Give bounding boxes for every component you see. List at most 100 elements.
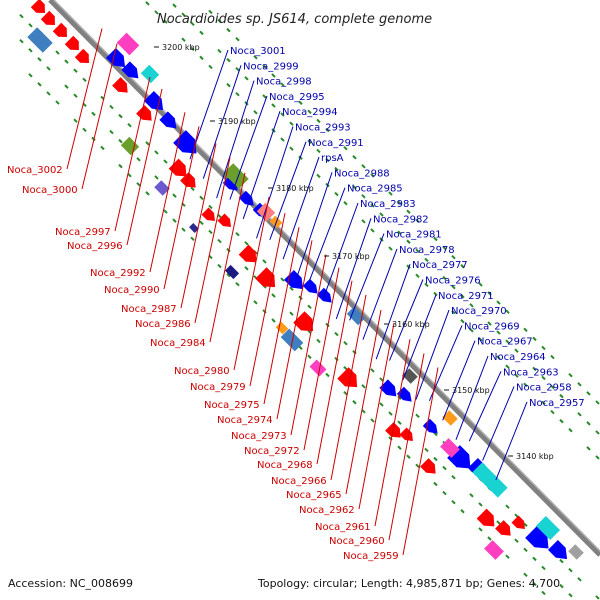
forward-gene-label: Noca_2997 <box>55 227 111 238</box>
orf-mark <box>415 413 420 419</box>
orf-mark <box>244 266 249 271</box>
orf-mark <box>496 300 501 305</box>
orf-mark <box>370 173 375 178</box>
orf-mark <box>190 236 195 241</box>
forward-gene-leader-line <box>249 213 286 387</box>
reverse-gene-leader-line <box>495 401 528 481</box>
orf-mark <box>55 50 60 55</box>
gene-labels-layer: Noca_3001Noca_2999Noca_2998Noca_2995Noca… <box>7 28 585 562</box>
forward-gene-label: Noca_2980 <box>174 366 230 377</box>
reverse-gene-leader-line <box>229 95 268 200</box>
orf-mark <box>361 194 366 199</box>
orf-mark <box>280 137 285 142</box>
orf-mark <box>451 284 456 290</box>
orf-mark <box>397 200 402 205</box>
orf-mark <box>100 145 105 151</box>
orf-mark <box>487 291 492 296</box>
forward-gene-label: Noca_2984 <box>150 338 206 349</box>
orf-mark <box>172 218 177 223</box>
reverse-gene-label: Noca_2963 <box>503 367 559 378</box>
orf-mark <box>208 64 213 70</box>
orf-mark <box>307 354 312 360</box>
orf-mark <box>388 246 393 251</box>
orf-mark <box>325 157 330 163</box>
orf-mark <box>514 538 519 543</box>
orf-mark <box>397 230 402 235</box>
orf-mark <box>505 364 510 369</box>
forward-gene-label: Noca_2996 <box>67 241 123 252</box>
reverse-gene-leader-line <box>309 187 346 281</box>
forward-gene-arrow <box>476 508 495 527</box>
forward-gene-arrow <box>293 311 314 332</box>
orf-mark <box>370 228 375 233</box>
forward-gene-leader-line <box>316 280 353 465</box>
reverse-gene-arrow <box>283 269 304 290</box>
orf-mark <box>541 400 546 406</box>
orf-mark <box>415 218 420 224</box>
orf-mark <box>316 148 321 154</box>
orf-mark <box>271 293 276 298</box>
forward-gene-leader-line <box>358 323 395 510</box>
orf-mark <box>514 348 519 353</box>
forward-gene-arrow <box>30 0 45 13</box>
gene-feature-box <box>535 515 561 541</box>
orf-mark <box>559 418 564 424</box>
orf-mark <box>478 527 483 532</box>
orf-mark <box>406 454 411 459</box>
forward-gene-label: Noca_2962 <box>299 505 355 516</box>
gene-features-layer <box>27 0 584 560</box>
reverse-gene-label: Noca_2995 <box>269 92 325 103</box>
gene-feature-box <box>154 180 170 196</box>
orf-mark <box>118 163 123 169</box>
forward-gene-label: Noca_2965 <box>286 490 342 501</box>
orf-mark <box>145 1 150 6</box>
reverse-gene-leader-line <box>442 340 476 421</box>
orf-mark <box>352 185 357 190</box>
orf-mark <box>469 328 474 333</box>
orf-mark <box>46 91 51 96</box>
orf-mark <box>73 68 78 73</box>
gene-feature-box <box>472 462 508 498</box>
reverse-gene-label: Noca_2993 <box>295 123 351 134</box>
reverse-gene-leader-line <box>269 141 307 240</box>
orf-mark <box>370 418 375 423</box>
orf-mark <box>253 110 258 115</box>
orf-mark <box>298 345 303 350</box>
accession-text: Accession: NC_008699 <box>8 577 133 590</box>
forward-gene-leader-line <box>330 294 367 481</box>
orf-mark <box>415 463 420 469</box>
orf-mark <box>334 191 339 197</box>
orf-mark <box>64 84 69 89</box>
reverse-gene-arrow <box>302 278 318 294</box>
orf-mark <box>352 400 357 405</box>
orf-mark <box>541 590 546 596</box>
reverse-gene-label: Noca_2978 <box>399 245 455 256</box>
orf-mark <box>541 345 546 351</box>
reverse-gene-arrow <box>447 445 471 469</box>
orf-marks-layer <box>19 1 600 600</box>
orf-mark <box>235 91 240 97</box>
forward-gene-label: Noca_2992 <box>90 268 146 279</box>
orf-mark <box>433 236 438 242</box>
orf-mark <box>361 409 366 414</box>
orf-mark <box>361 384 366 389</box>
orf-mark <box>109 104 114 110</box>
orf-mark <box>226 57 231 63</box>
reverse-gene-label: Noca_2991 <box>308 138 364 149</box>
orf-mark <box>433 456 438 462</box>
scale-tick-label: 3150 kbp <box>452 386 490 395</box>
orf-mark <box>577 577 582 582</box>
orf-mark <box>235 281 240 287</box>
orf-mark <box>424 257 429 263</box>
reverse-gene-arrow <box>547 539 568 560</box>
orf-mark <box>127 123 132 128</box>
orf-mark <box>451 309 456 315</box>
forward-gene-arrow <box>40 10 55 25</box>
orf-mark <box>334 166 339 172</box>
reverse-gene-leader-line <box>202 65 242 179</box>
orf-mark <box>361 219 366 224</box>
forward-gene-leader-line <box>263 227 300 405</box>
orf-mark <box>451 474 456 480</box>
